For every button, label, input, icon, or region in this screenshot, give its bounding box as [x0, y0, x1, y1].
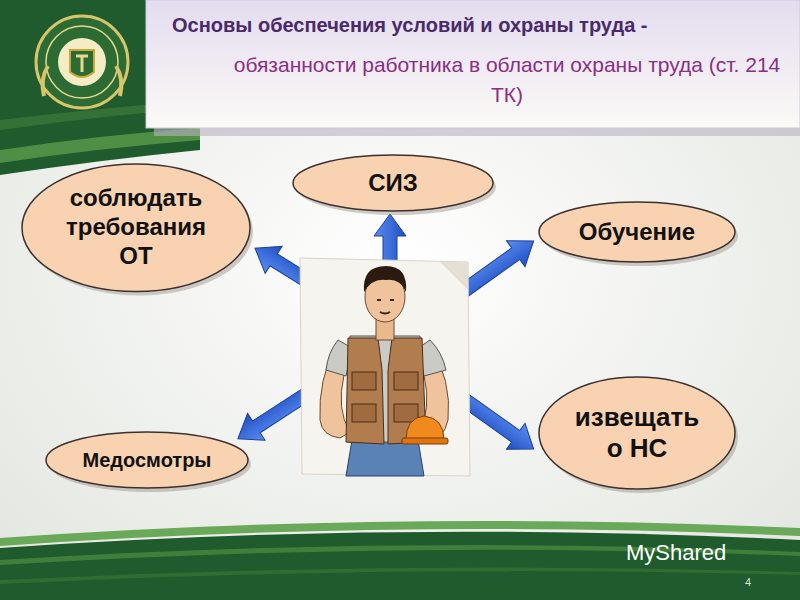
node-label: извещать о НС	[575, 402, 700, 464]
university-logo	[36, 16, 128, 108]
slide-subtitle: обязанности работника в области охраны т…	[222, 50, 792, 111]
node-label: Обучение	[579, 218, 695, 247]
node-text-wrap: извещать о НС	[575, 402, 700, 464]
node-label: Медосмотры	[83, 448, 212, 472]
worker-illustration	[300, 258, 470, 476]
blue-arrows	[229, 214, 543, 462]
node-label: соблюдать требования ОТ	[66, 184, 206, 270]
node-label: СИЗ	[368, 169, 418, 198]
watermark: MyShared	[626, 540, 776, 566]
ellipse-node: СИЗ	[291, 153, 495, 213]
slide-title: Основы обеспечения условий и охраны труд…	[172, 14, 784, 37]
ellipse-node: извещать о НС	[537, 375, 737, 491]
node-text-wrap: СИЗ	[368, 169, 418, 198]
page-number: 4	[736, 576, 760, 589]
node-text-wrap: Обучение	[579, 218, 696, 247]
ellipse-node: Обучение	[537, 200, 737, 264]
ellipse-node: соблюдать требования ОТ	[20, 162, 252, 294]
node-text-wrap: соблюдать требования ОТ	[66, 184, 206, 270]
ellipse-node: Медосмотры	[44, 430, 250, 490]
node-text-wrap: Медосмотры	[83, 448, 212, 472]
